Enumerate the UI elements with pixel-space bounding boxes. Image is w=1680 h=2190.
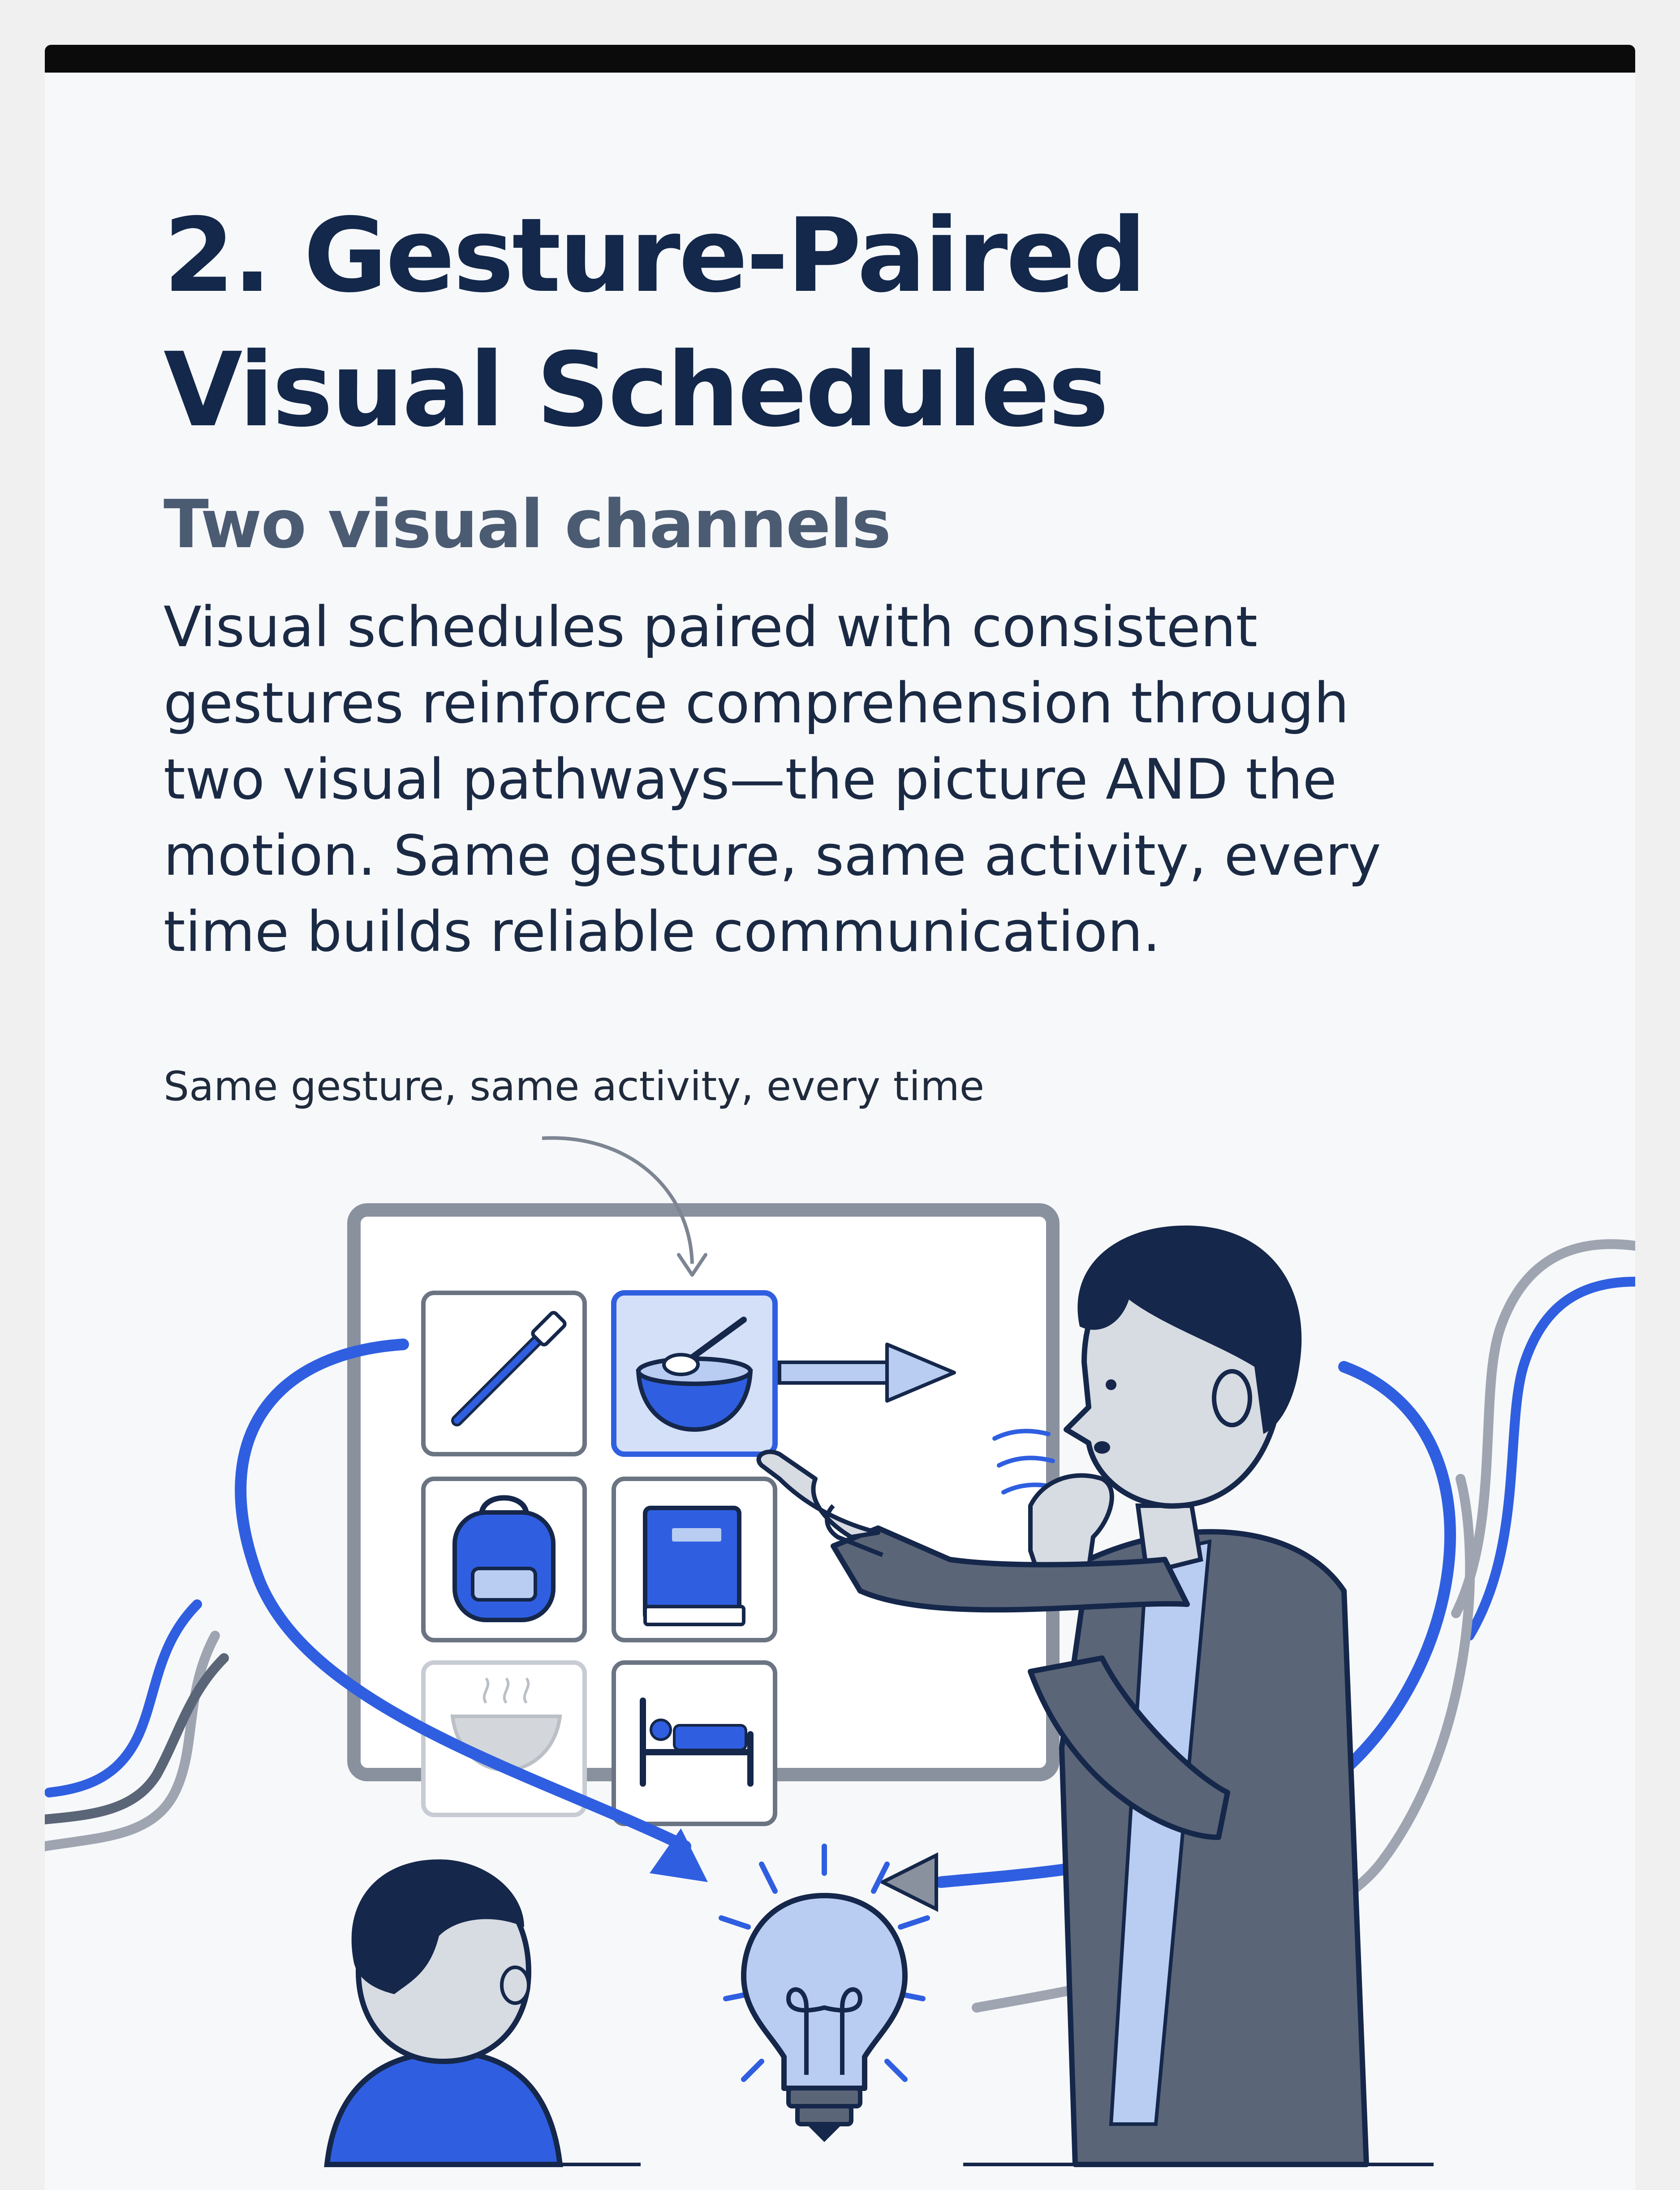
teacher-figure: [756, 1225, 1369, 2167]
page-title: 2. Gesture-Paired Visual Schedules: [164, 188, 1508, 457]
lightbulb-icon: [719, 1844, 930, 2142]
bowl-icon: [636, 1317, 753, 1432]
title-line-2: Visual Schedules: [164, 330, 1109, 449]
page-subtitle: Two visual channels: [164, 486, 891, 563]
right-arrow: [778, 1343, 956, 1403]
illustration-caption: Same gesture, same activity, every time: [164, 1063, 985, 1110]
page-frame: 2. Gesture-Paired Visual Schedules Two v…: [45, 45, 1635, 2190]
text-section: 2. Gesture-Paired Visual Schedules Two v…: [164, 188, 1508, 970]
title-line-1: 2. Gesture-Paired: [164, 196, 1146, 315]
book-icon: [643, 1506, 745, 1626]
backpack-icon: [452, 1495, 556, 1622]
body-paragraph: Visual schedules paired with consistent …: [164, 595, 1381, 964]
schedule-card-bed: [612, 1660, 777, 1826]
bed-icon: [640, 1698, 754, 1787]
caption-pointer-arrow: [542, 1136, 707, 1277]
child-figure: [324, 1859, 563, 2167]
schedule-card-bowl: [611, 1290, 778, 1457]
schedule-card-backpack: [421, 1477, 587, 1642]
top-bar: [45, 45, 1635, 73]
illustration: [45, 1076, 1635, 2190]
schedule-card-toothbrush: [421, 1291, 587, 1456]
schedule-card-book: [612, 1477, 777, 1642]
toothbrush-icon: [451, 1311, 567, 1426]
